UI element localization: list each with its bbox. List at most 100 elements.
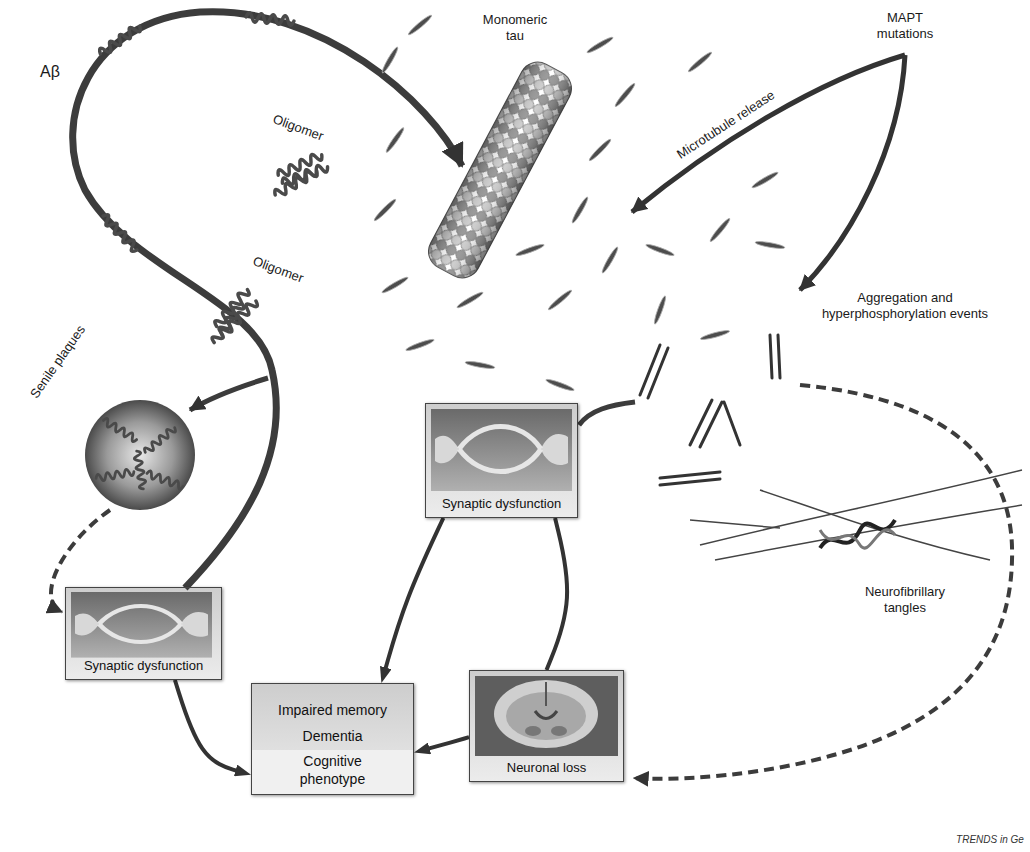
neuron-shape <box>181 612 208 637</box>
synapse-image <box>431 409 572 491</box>
tau-monomer <box>373 198 397 222</box>
tau-aggregates <box>640 335 780 485</box>
brain-nucleus <box>525 726 541 736</box>
tau-monomer <box>601 246 620 274</box>
plaque-core <box>85 400 195 510</box>
abeta-helix <box>211 301 246 345</box>
tau-aggregate <box>770 335 780 378</box>
abeta-helix <box>98 23 142 58</box>
neuron-shape <box>435 436 459 464</box>
annotation-label: Aβ <box>40 62 60 82</box>
process-box: Impaired memoryDementiaCognitive phenoty… <box>251 683 414 795</box>
box-ground <box>65 587 222 680</box>
arrow-connector <box>547 518 568 670</box>
mapt-arrow <box>632 55 905 212</box>
box-ground <box>469 670 624 782</box>
brain-nucleus <box>551 726 567 736</box>
abeta-helix <box>143 425 177 455</box>
tau-monomer <box>515 243 545 258</box>
tau-monomer <box>545 378 575 393</box>
tau-monomer <box>405 338 435 353</box>
tangle-fibre <box>715 505 1022 560</box>
tau-monomer <box>586 36 614 55</box>
box-label: Dementia <box>303 728 363 746</box>
tau-monomer <box>407 14 433 37</box>
tau-monomer <box>381 276 409 295</box>
abeta-helix <box>246 12 295 25</box>
tau-monomer <box>571 196 590 224</box>
neurite <box>99 624 181 642</box>
box-label: Impaired memory <box>278 702 387 720</box>
paired-helical-filament <box>820 520 895 548</box>
brain-image <box>475 676 618 756</box>
abeta-helix <box>95 468 134 482</box>
box-ground <box>425 403 578 518</box>
annotation-label: Neurofibrillary tangles <box>847 584 963 617</box>
box-label: Synaptic dysfunction <box>84 658 203 674</box>
tau-monomer <box>653 295 668 325</box>
arrow-connector <box>175 680 240 771</box>
abeta-helix <box>100 213 140 253</box>
box-label: Neuronal loss <box>507 760 587 776</box>
annotation-label: Aggregation and hyperphosphorylation eve… <box>820 290 990 323</box>
box-band <box>251 750 414 795</box>
tau-monomer <box>645 243 675 258</box>
branch-arrow <box>190 378 268 410</box>
pathway-line <box>579 402 635 425</box>
tau-monomer <box>588 138 612 162</box>
microtubule-shade <box>422 56 578 284</box>
tau-monomer <box>614 82 637 108</box>
image-ground <box>431 409 572 491</box>
dashed-arrow <box>51 510 110 612</box>
synapse-image <box>71 592 212 658</box>
annotation-label: Microtubule release <box>671 86 780 165</box>
paired-helical-filament <box>820 530 895 548</box>
abeta-helix <box>273 167 319 199</box>
tau-monomers <box>373 14 785 393</box>
oligomer-cluster <box>211 287 260 346</box>
tau-monomer <box>465 360 495 370</box>
tau-monomer <box>700 329 730 341</box>
neuron-shape <box>75 613 99 635</box>
tangle-fibre <box>760 490 990 560</box>
abeta-pathway <box>73 12 462 588</box>
image-ground <box>475 676 618 756</box>
abeta-helix <box>146 470 185 490</box>
tau-aggregate <box>640 345 668 398</box>
microtubule <box>422 56 578 284</box>
tangle-fibre <box>700 470 1022 545</box>
process-box: Synaptic dysfunction <box>425 403 578 518</box>
arrow-connector <box>385 518 444 671</box>
neurite <box>459 449 541 472</box>
midline <box>545 682 547 706</box>
tau-monomer <box>385 126 406 153</box>
process-box: Synaptic dysfunction <box>65 587 222 680</box>
process-box: Neuronal loss <box>469 670 624 782</box>
ventricle <box>535 711 557 719</box>
annotation-label: TRENDS in Ge <box>956 834 1024 847</box>
annotation-label: Monomeric tau <box>475 12 555 45</box>
box-label: Cognitive phenotype <box>273 753 393 788</box>
tau-monomer <box>755 240 785 250</box>
tau-monomer <box>547 289 573 312</box>
box-label: Synaptic dysfunction <box>442 496 561 512</box>
tau-aggregate <box>660 472 720 485</box>
tau-monomer <box>709 217 732 243</box>
neuron-shape <box>541 434 568 465</box>
neurite <box>99 606 181 624</box>
senile-plaque <box>85 400 195 510</box>
microtubule-body <box>422 56 578 284</box>
neurite <box>459 427 541 450</box>
dashed-arrow <box>634 385 1012 779</box>
box-ground <box>251 683 414 795</box>
tau-monomer <box>751 171 779 190</box>
abeta-helix <box>133 450 147 489</box>
tangle-fibres <box>690 470 1022 560</box>
image-ground <box>71 592 212 658</box>
mapt-arrow <box>800 55 905 290</box>
